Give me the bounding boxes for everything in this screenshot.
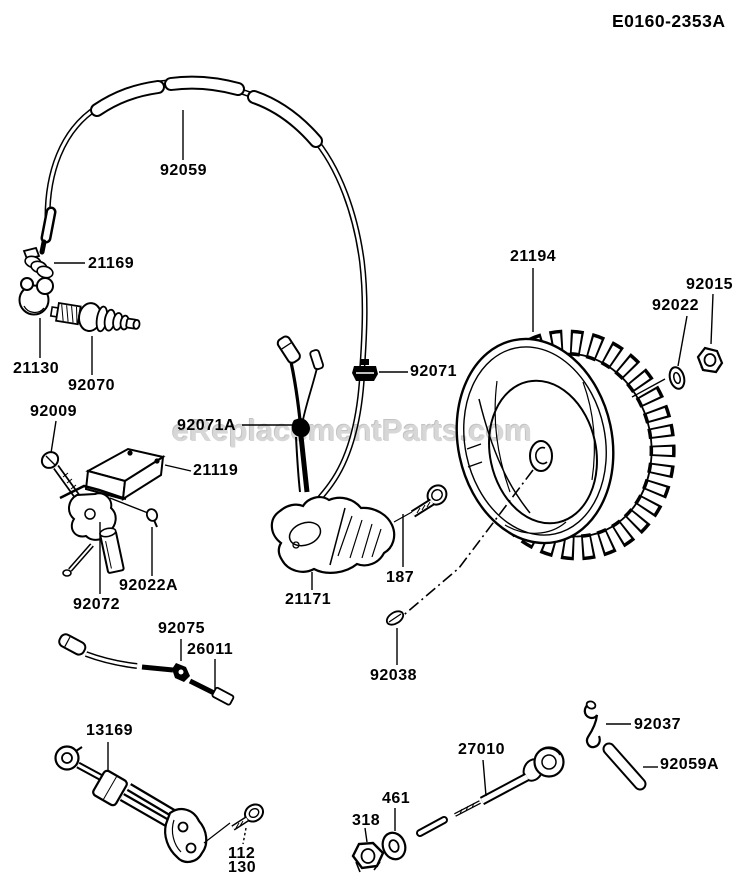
small-screw-shape (145, 508, 159, 528)
part-label-112: 112 (228, 845, 256, 862)
part-label-92037: 92037 (634, 716, 681, 733)
part-label-13169: 13169 (86, 722, 133, 739)
stop-wires-shape (276, 335, 325, 493)
coil-bolt-shape (410, 484, 448, 518)
part-label-92015: 92015 (686, 276, 733, 293)
part-label-26011: 26011 (187, 641, 234, 658)
drawing-number: E0160-2353A (612, 11, 726, 31)
part-label-21119: 21119 (193, 462, 239, 479)
bracket-bolt-shape (203, 803, 265, 845)
part-label-461: 461 (382, 790, 411, 807)
ignition-coil-shape (270, 496, 413, 574)
wire-clamp-shape (352, 359, 378, 381)
part-label-21130: 21130 (13, 360, 60, 377)
part-label-92070: 92070 (68, 377, 115, 394)
part-label-187: 187 (386, 569, 415, 586)
nut-318-shape (351, 841, 385, 873)
part-label-21169: 21169 (88, 255, 135, 272)
leader-lines (39, 110, 714, 843)
igniter-box-shape (84, 447, 166, 514)
part-label-21194: 21194 (510, 248, 557, 265)
part-label-92072: 92072 (73, 596, 120, 613)
part-label-92009: 92009 (30, 403, 77, 420)
link-rod-shape (54, 745, 208, 863)
part-label-92075: 92075 (158, 620, 205, 637)
part-label-318: 318 (352, 812, 381, 829)
part-label-92022: 92022 (652, 297, 699, 314)
part-label-92059: 92059 (160, 162, 207, 179)
part-label-130: 130 (228, 859, 257, 876)
part-label-92071: 92071 (410, 363, 457, 380)
washer-461-shape (381, 831, 407, 861)
part-label-21171: 21171 (285, 591, 332, 608)
plug-cap-shape (18, 277, 54, 316)
stop-switch-shape (416, 746, 565, 837)
part-label-92059A: 92059A (660, 756, 720, 773)
watermark: eReplacementParts.com (172, 413, 533, 448)
part-label-27010: 27010 (458, 741, 505, 758)
flywheel-key-shape (385, 610, 405, 626)
part-label-92038: 92038 (370, 667, 417, 684)
coil-screw-shape (40, 451, 82, 502)
part-label-92022A: 92022A (119, 577, 179, 594)
part-label-92071A: 92071A (177, 417, 237, 434)
washer-92022-shape (668, 366, 686, 390)
clip-shape (583, 700, 601, 749)
nut-92015-shape (696, 346, 724, 374)
spark-plug-shape (49, 301, 141, 333)
tube-sleeve-shape (602, 742, 647, 791)
lead-wire-shape (58, 633, 235, 706)
